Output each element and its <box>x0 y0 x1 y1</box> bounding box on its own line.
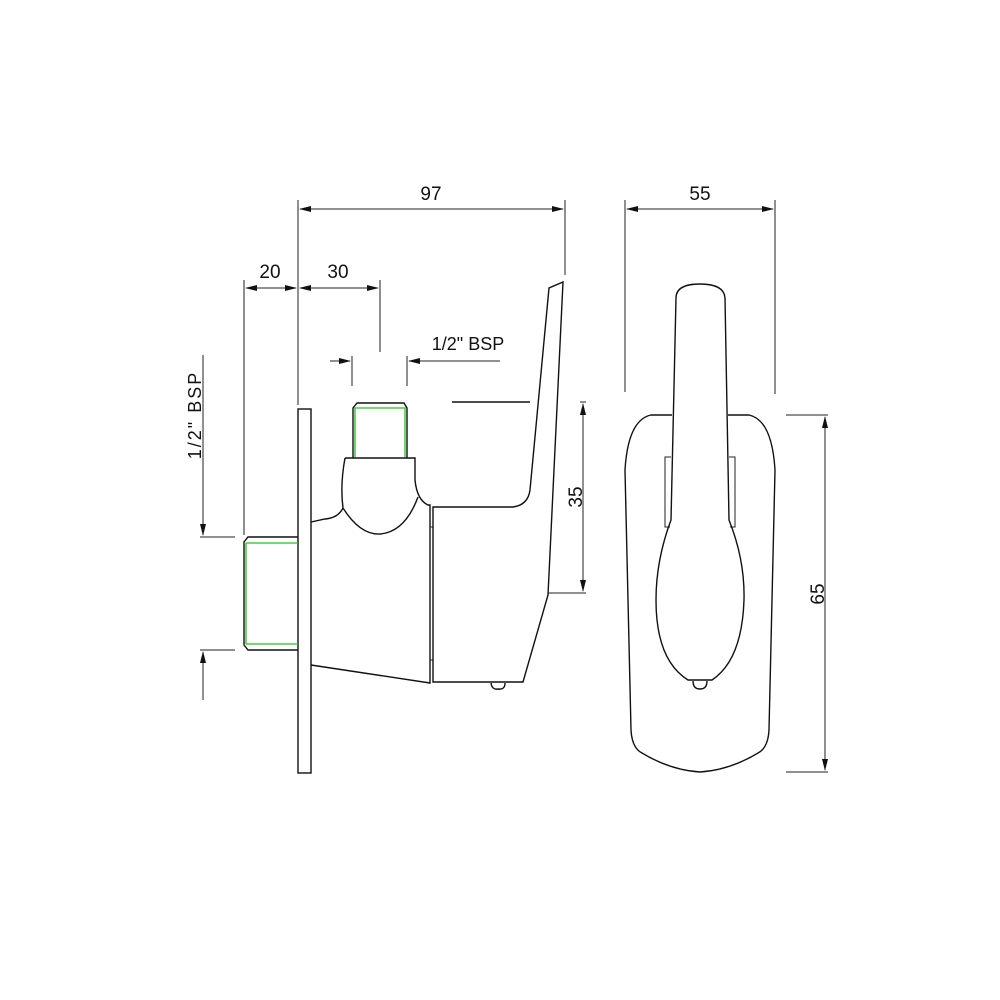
dim-label-30: 30 <box>327 262 348 283</box>
dimension-outlet-thread: 1/2" BSP <box>330 334 504 386</box>
valve-body <box>310 457 431 684</box>
dimension-20: 20 <box>243 262 297 535</box>
dim-label-65: 65 <box>808 583 829 604</box>
plate-recess <box>664 456 736 528</box>
dim-label-97: 97 <box>420 184 441 205</box>
side-view: 97 20 30 1/2" BSP 1/2" BSP <box>185 184 587 774</box>
dim-label-35: 35 <box>566 486 587 507</box>
wall-plate <box>297 408 312 774</box>
front-lever <box>655 283 745 681</box>
dimension-35: 35 <box>548 401 587 594</box>
front-screw <box>692 680 708 690</box>
outlet-thread-label: 1/2" BSP <box>432 334 504 354</box>
inlet-thread-label: 1/2" BSP <box>185 371 205 459</box>
dim-label-20: 20 <box>259 262 280 283</box>
dim-label-55: 55 <box>689 184 710 205</box>
dimension-55: 55 <box>624 184 776 394</box>
dimension-97: 97 <box>297 184 566 405</box>
front-view: 55 65 <box>624 184 829 773</box>
lever-handle <box>432 280 564 683</box>
outlet-pipe <box>352 402 408 458</box>
dimension-65: 65 <box>786 414 829 773</box>
inlet-pipe <box>243 536 298 651</box>
dimension-30: 30 <box>299 262 381 352</box>
cover-plate <box>624 414 776 773</box>
handle-screw <box>490 682 506 690</box>
dimension-inlet-thread: 1/2" BSP <box>185 355 235 700</box>
